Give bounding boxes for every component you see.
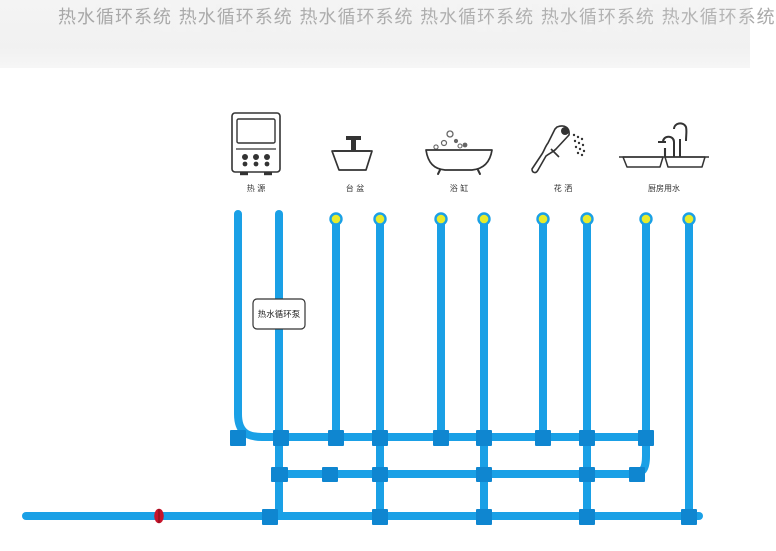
inlet-valve [154,508,164,524]
fixture-label-kitchen-water: 厨房用水 [648,183,680,193]
bathtub-icon [425,130,493,175]
fixture-label-basin: 台 盆 [346,183,365,193]
fixture-label-heat-source: 热 源 [247,183,266,193]
kitchen-sink-icon [619,122,709,168]
top-banner: 热水循环系统 热水循环系统 热水循环系统 热水循环系统 热水循环系统 热水循环系… [0,0,775,68]
pump-label: 热水循环泵 [258,309,301,320]
pipe-network [22,210,703,520]
water-circulation-diagram: 热水循环系统 热水循环系统 热水循环系统 热水循环系统 热水循环系统 热水循环系… [0,0,775,525]
basin-icon [331,136,373,171]
top-banner-text: 热水循环系统 热水循环系统 热水循环系统 热水循环系统 热水循环系统 热水循环系… [58,4,775,32]
pipe-fittings [230,430,697,525]
shower-head-icon [531,125,586,174]
fixture-label-shower: 花 洒 [554,183,573,193]
diagram-canvas: 热 源 台 盆 浴 缸 花 洒 厨房用水 [22,112,709,525]
pipe-caps [329,212,696,226]
lower-horizontal-pipe [275,470,693,520]
fixture-label-bathtub: 浴 缸 [450,183,469,193]
circulation-pump: 热水循环泵 [252,298,306,330]
water-heater-icon [231,112,281,176]
